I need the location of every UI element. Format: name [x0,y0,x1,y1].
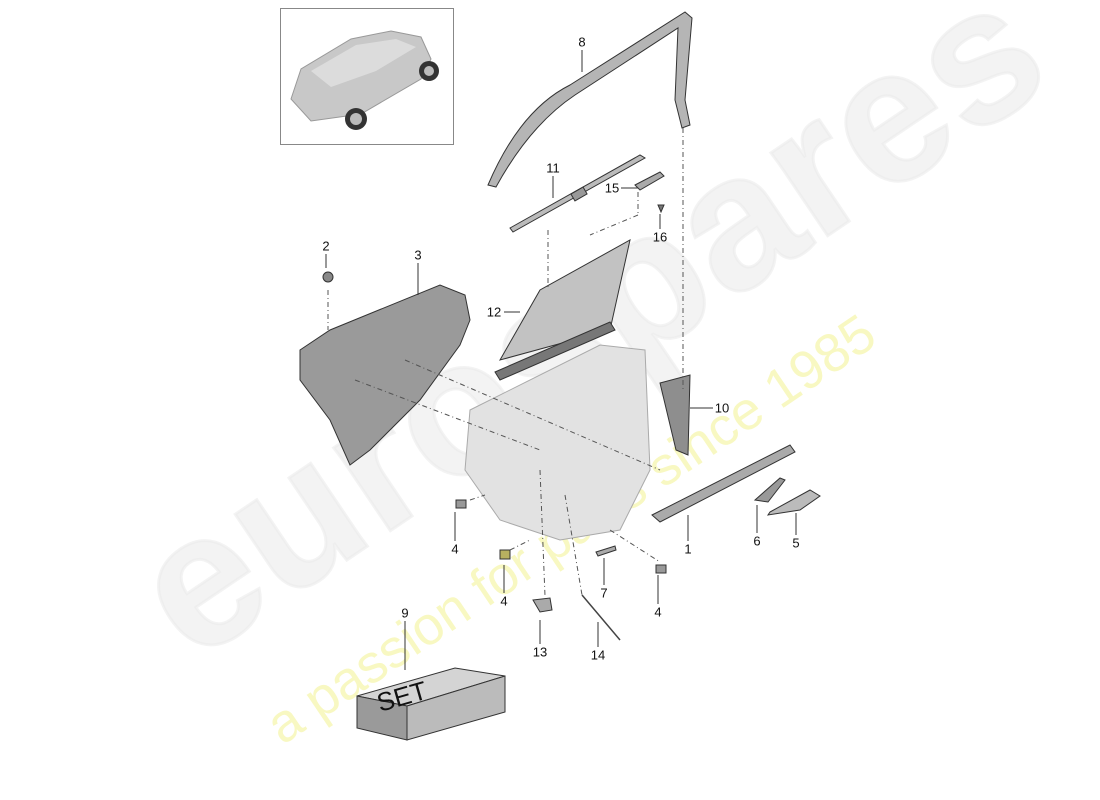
callout-13[interactable]: 13 [532,644,548,660]
callout-5[interactable]: 5 [792,535,800,551]
callout-3[interactable]: 3 [414,247,422,263]
part-15-bracket [634,171,665,191]
car-icon [290,30,439,130]
callout-4[interactable]: 4 [500,593,508,609]
door-trim-panel [464,344,651,541]
callout-4[interactable]: 4 [451,541,459,557]
callout-7[interactable]: 7 [600,585,608,601]
vehicle-thumbnail [280,8,454,145]
callout-leader-lines [325,50,797,670]
part-4-clip [499,549,511,560]
callout-6[interactable]: 6 [753,533,761,549]
part-2-clip [322,271,334,283]
part-8-window-frame-trim [487,11,693,188]
part-14-rod [581,594,621,641]
set-box-side [406,675,506,741]
part-6-cover [753,477,786,503]
part-16-screw [657,204,665,214]
part-4-clip [655,564,667,574]
part-11-clip [570,186,588,202]
callout-15[interactable]: 15 [604,180,620,196]
part-10-cover [659,374,691,456]
callout-2[interactable]: 2 [322,238,330,254]
callout-11[interactable]: 11 [546,160,560,176]
part-5-handle-trim [766,489,821,516]
part-4-clip [455,499,467,509]
callout-1[interactable]: 1 [684,541,692,557]
part-13-bracket [532,597,553,613]
assembly-dash-lines [327,128,684,597]
callout-12[interactable]: 12 [486,304,502,320]
callout-8[interactable]: 8 [578,34,586,50]
callout-9[interactable]: 9 [401,605,409,621]
callout-10[interactable]: 10 [714,400,730,416]
callout-16[interactable]: 16 [652,229,668,245]
part-3-insulation [299,284,471,466]
part-1-trim-strip [651,444,796,523]
part-12-roller [494,321,616,381]
callout-14[interactable]: 14 [590,647,606,663]
part-7-clip-strip [595,545,617,557]
callout-4[interactable]: 4 [654,604,662,620]
